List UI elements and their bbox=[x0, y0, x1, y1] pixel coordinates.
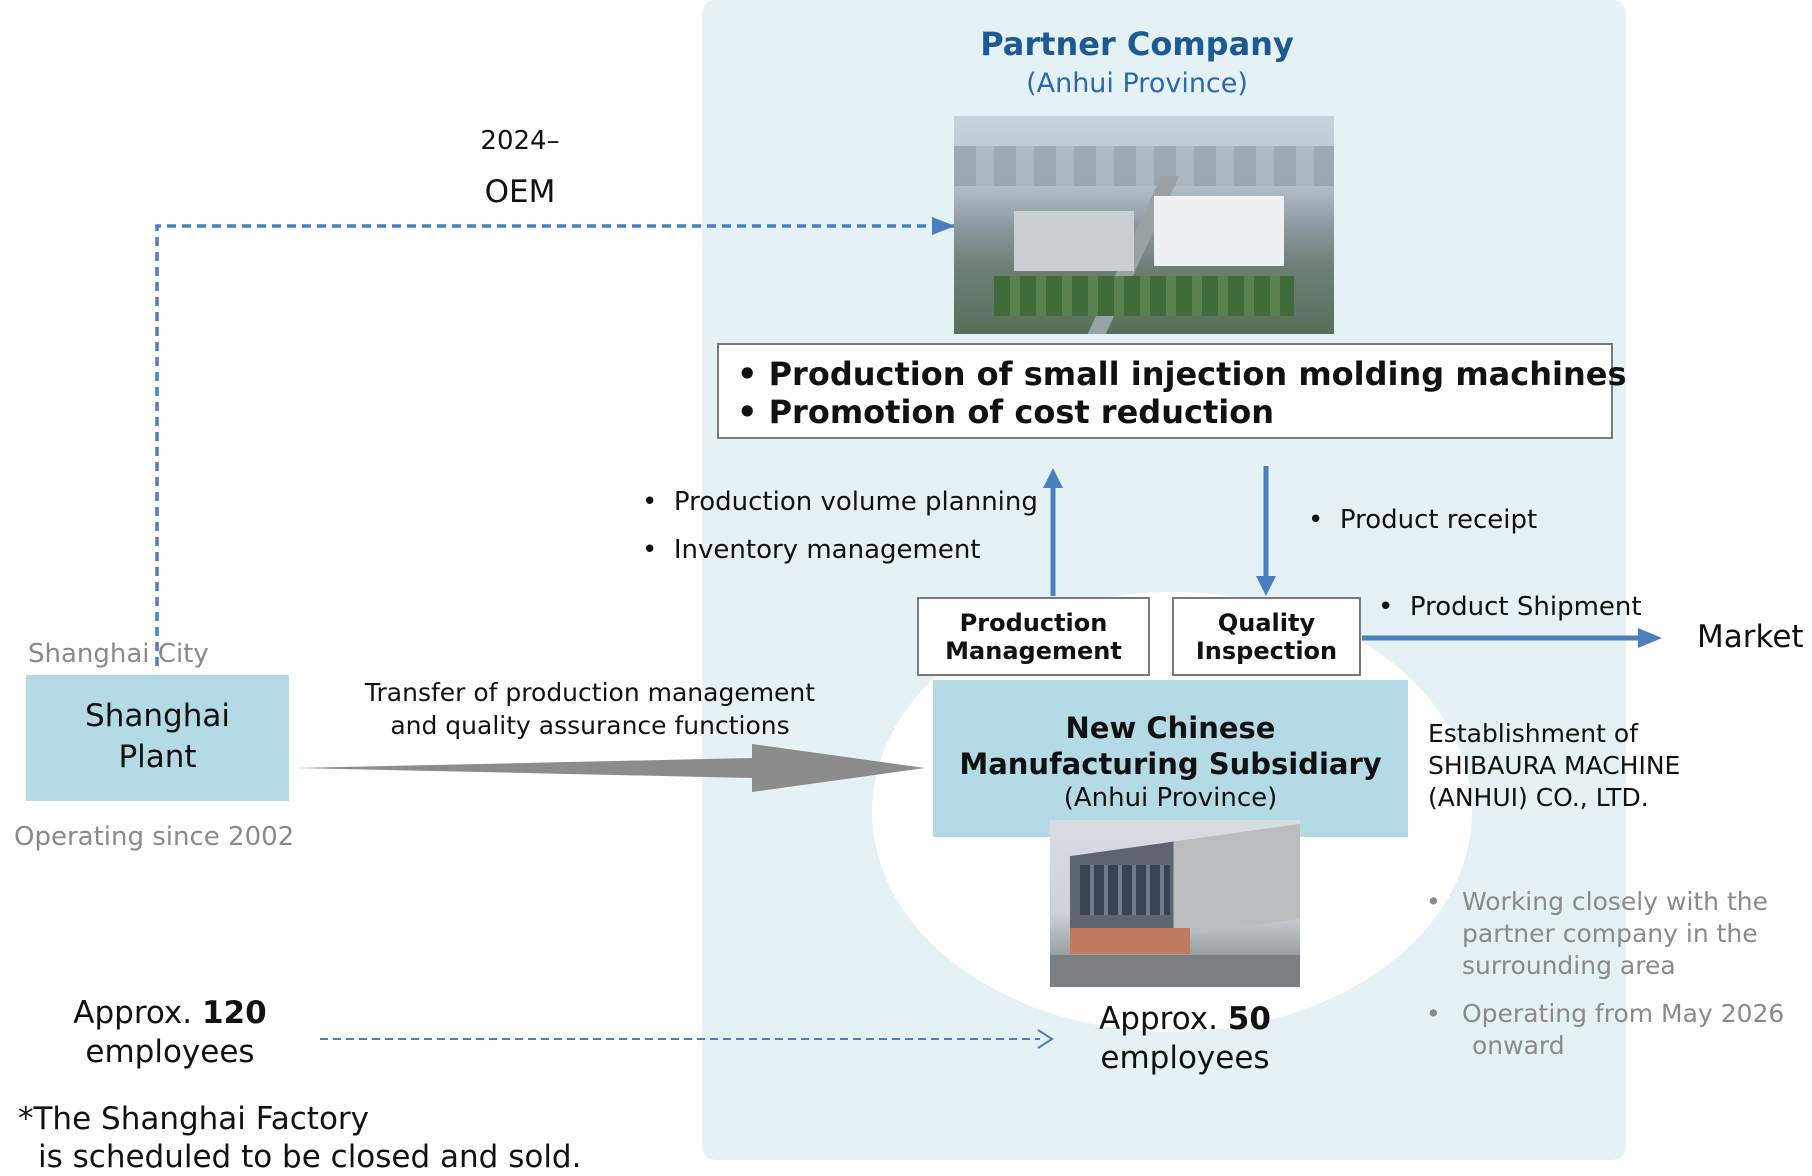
shanghai-closure-note: *The Shanghai Factory is scheduled to be… bbox=[18, 1101, 582, 1175]
bullet-receipt: • Product receipt bbox=[1308, 505, 1538, 535]
transfer-arrow bbox=[296, 744, 925, 792]
receipt-down-arrow-head bbox=[1256, 576, 1276, 596]
transfer-label: Transfer of production management and qu… bbox=[364, 678, 816, 740]
planning-up-arrow-head bbox=[1043, 468, 1063, 488]
shipment-arrow-head bbox=[1638, 628, 1662, 648]
bullet-shipment: • Product Shipment bbox=[1378, 592, 1642, 622]
employee-arrow-head bbox=[1037, 1029, 1054, 1049]
partner-factory-photo bbox=[954, 116, 1334, 334]
partner-title: Partner Company bbox=[980, 25, 1294, 63]
market-label: Market bbox=[1697, 619, 1804, 655]
oem-arrow bbox=[155, 224, 955, 666]
bullet-planning: • Production volume planning bbox=[642, 487, 1038, 517]
partner-subtitle: (Anhui Province) bbox=[1026, 68, 1248, 99]
shanghai-city-label: Shanghai City bbox=[28, 639, 209, 669]
bullet-inventory: • Inventory management bbox=[642, 535, 981, 565]
task-item: • Promotion of cost reduction bbox=[737, 393, 1274, 431]
oem-label: OEM bbox=[484, 174, 556, 210]
shanghai-since-label: Operating since 2002 bbox=[14, 822, 295, 852]
new-subsidiary-box: New Chinese Manufacturing Subsidiary (An… bbox=[933, 680, 1408, 837]
oem-year: 2024– bbox=[480, 126, 560, 156]
task-item: • Production of small injection molding … bbox=[737, 355, 1627, 393]
oem-arrow-head bbox=[932, 217, 955, 235]
shanghai-plant-box: Shanghai Plant bbox=[26, 675, 289, 801]
establishment-text: Establishment of SHIBAURA MACHINE (ANHUI… bbox=[1428, 719, 1681, 812]
partner-tasks-box: • Production of small injection molding … bbox=[717, 343, 1627, 439]
subsidiary-employees: Approx. 50 employees bbox=[1099, 1001, 1271, 1076]
shanghai-employees: Approx. 120 employees bbox=[73, 995, 267, 1070]
new-factory-photo bbox=[1050, 820, 1300, 987]
